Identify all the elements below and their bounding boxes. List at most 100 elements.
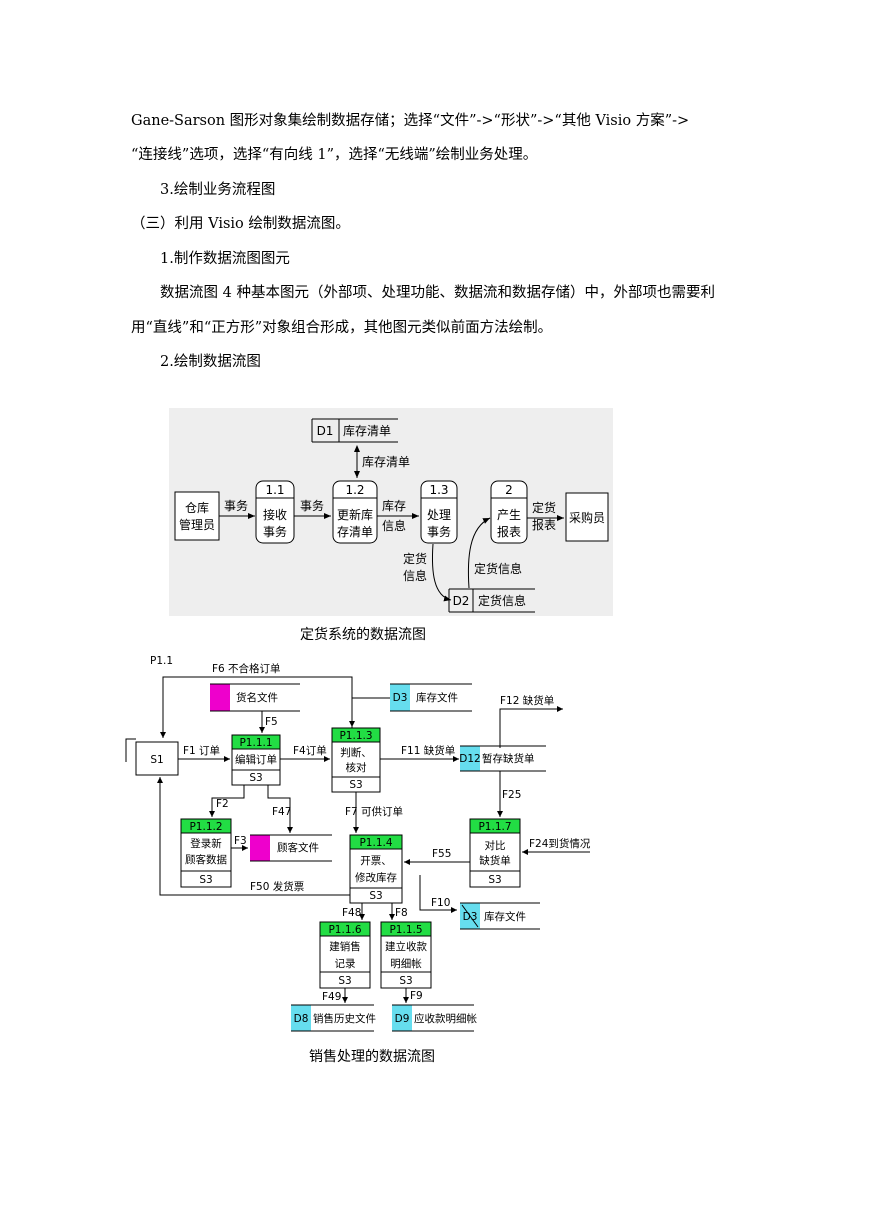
svg-text:F2: F2	[216, 798, 229, 810]
svg-text:接收: 接收	[263, 507, 287, 522]
svg-text:D3: D3	[393, 692, 408, 704]
svg-text:F50 发货票: F50 发货票	[250, 880, 304, 893]
data-store-d1: D1 库存清单	[311, 418, 398, 443]
svg-text:建立收款: 建立收款	[385, 940, 427, 953]
process-label-p1-1: P1.1	[150, 655, 173, 667]
svg-text:销售历史文件: 销售历史文件	[313, 1012, 376, 1025]
flow-label-order-a: 定货	[403, 551, 427, 566]
svg-text:暂存缺货单: 暂存缺货单	[482, 752, 535, 765]
svg-text:更新库: 更新库	[337, 507, 373, 522]
flow-f2	[209, 785, 245, 817]
flow-label-report-a: 定货	[532, 500, 556, 515]
svg-text:F25: F25	[502, 789, 521, 801]
svg-text:P1.1.3: P1.1.3	[339, 730, 372, 742]
svg-text:F10: F10	[431, 897, 450, 909]
external-entity-s1: S1	[125, 738, 179, 776]
svg-text:D3: D3	[463, 911, 478, 923]
data-store-d9: D9 应收款明细帐	[392, 1004, 477, 1032]
flow-label-tx1: 事务	[224, 498, 248, 513]
svg-text:应收款明细帐: 应收款明细帐	[414, 1012, 477, 1025]
svg-text:F7 可供订单: F7 可供订单	[345, 805, 403, 818]
data-store-d3-top: D3 库存文件	[390, 683, 472, 712]
flow-f50	[157, 777, 350, 896]
flow-label-order-info: 定货信息	[474, 561, 522, 576]
data-store-d3-bottom: D3 库存文件	[460, 902, 540, 930]
svg-text:F49: F49	[322, 991, 341, 1003]
svg-text:采购员: 采购员	[569, 510, 605, 525]
svg-text:P1.1.5: P1.1.5	[389, 924, 422, 936]
svg-text:F1 订单: F1 订单	[183, 745, 220, 757]
svg-text:F4订单: F4订单	[293, 745, 327, 757]
d1-name: 库存清单	[343, 423, 391, 438]
svg-text:F9: F9	[410, 990, 423, 1002]
svg-text:1.1: 1.1	[265, 483, 284, 497]
svg-text:1.3: 1.3	[429, 483, 448, 497]
diagram-background	[169, 408, 613, 616]
svg-text:2: 2	[505, 483, 513, 497]
process-p1-1-7: P1.1.7 对比 缺货单 S3	[469, 818, 521, 888]
flow-f47	[267, 785, 293, 833]
svg-text:库存文件: 库存文件	[484, 910, 526, 923]
figure-caption-sales: 销售处理的数据流图	[309, 1049, 435, 1065]
flow-f10	[419, 875, 457, 913]
external-entity-clerk: 仓库 管理员	[174, 491, 220, 541]
svg-text:F24到货情况: F24到货情况	[529, 837, 591, 850]
svg-text:S3: S3	[488, 874, 501, 886]
process-1-3: 1.3 处理 事务	[420, 480, 458, 544]
svg-text:D8: D8	[294, 1013, 309, 1025]
svg-text:产生: 产生	[497, 508, 521, 522]
svg-text:判断、: 判断、	[340, 746, 372, 759]
svg-text:S3: S3	[338, 975, 351, 987]
data-store-d8: D8 销售历史文件	[291, 1004, 376, 1032]
figure-caption-order: 定货系统的数据流图	[300, 627, 426, 643]
svg-text:F8: F8	[395, 907, 408, 919]
flow-label-stock-a: 库存	[382, 498, 406, 513]
svg-text:P1.1.2: P1.1.2	[189, 821, 222, 833]
svg-text:明细帐: 明细帐	[390, 957, 422, 970]
svg-text:登录新: 登录新	[190, 837, 222, 850]
svg-text:编辑订单: 编辑订单	[235, 753, 277, 766]
svg-text:S3: S3	[369, 890, 382, 902]
svg-text:P1.1.6: P1.1.6	[328, 924, 361, 936]
svg-text:库存文件: 库存文件	[416, 691, 458, 704]
section-heading: 3.绘制业务流程图	[160, 182, 276, 198]
section-heading: （三）利用 Visio 绘制数据流图。	[131, 216, 350, 232]
flow-order-info-to-d2	[432, 543, 452, 602]
svg-text:仓库: 仓库	[185, 500, 209, 515]
body-text-line: Gane-Sarson 图形对象集绘制数据存储；选择“文件”->“形状”->“其…	[131, 113, 690, 129]
svg-text:事务: 事务	[263, 524, 287, 539]
svg-text:顾客数据: 顾客数据	[185, 853, 227, 866]
svg-text:P1.1.7: P1.1.7	[478, 821, 511, 833]
svg-text:1.2: 1.2	[345, 483, 364, 497]
d1-id: D1	[317, 424, 334, 438]
body-text-line: 用“直线”和“正方形”对象组合形成，其他图元类似前面方法绘制。	[131, 320, 553, 336]
svg-text:F3: F3	[234, 835, 247, 847]
svg-text:缺货单: 缺货单	[479, 854, 511, 867]
svg-text:P1.1.4: P1.1.4	[359, 837, 392, 849]
body-text-line: 数据流图 4 种基本图元（外部项、处理功能、数据流和数据存储）中，外部项也需要利	[160, 285, 715, 301]
svg-text:F12 缺货单: F12 缺货单	[500, 694, 554, 707]
svg-text:S3: S3	[349, 779, 362, 791]
process-p1-1-2: P1.1.2 登录新 顾客数据 S3	[180, 818, 232, 888]
flow-label-tx2: 事务	[300, 498, 324, 513]
svg-text:货名文件: 货名文件	[236, 691, 278, 704]
flow-label-inventory: 库存清单	[362, 454, 410, 469]
svg-text:事务: 事务	[427, 524, 451, 539]
flow-f12	[499, 706, 563, 748]
svg-text:F5: F5	[265, 716, 278, 728]
svg-text:D2: D2	[453, 594, 470, 608]
svg-text:管理员: 管理员	[179, 517, 215, 532]
svg-text:建销售: 建销售	[329, 940, 361, 953]
svg-text:F55: F55	[432, 848, 451, 860]
section-heading: 1.制作数据流图图元	[160, 251, 290, 267]
data-store-d12: D12 暂存缺货单	[459, 745, 546, 772]
svg-text:修改库存: 修改库存	[355, 871, 397, 884]
svg-text:P1.1.1: P1.1.1	[239, 737, 272, 749]
data-store-customer-file: 顾客文件	[250, 834, 332, 862]
svg-text:定货信息: 定货信息	[478, 593, 526, 608]
svg-text:S3: S3	[249, 772, 262, 784]
flow-f6	[160, 676, 353, 738]
flow-label-order-b: 信息	[403, 568, 427, 583]
flow-order-info-to-report	[467, 517, 491, 589]
svg-text:开票、: 开票、	[360, 855, 392, 867]
